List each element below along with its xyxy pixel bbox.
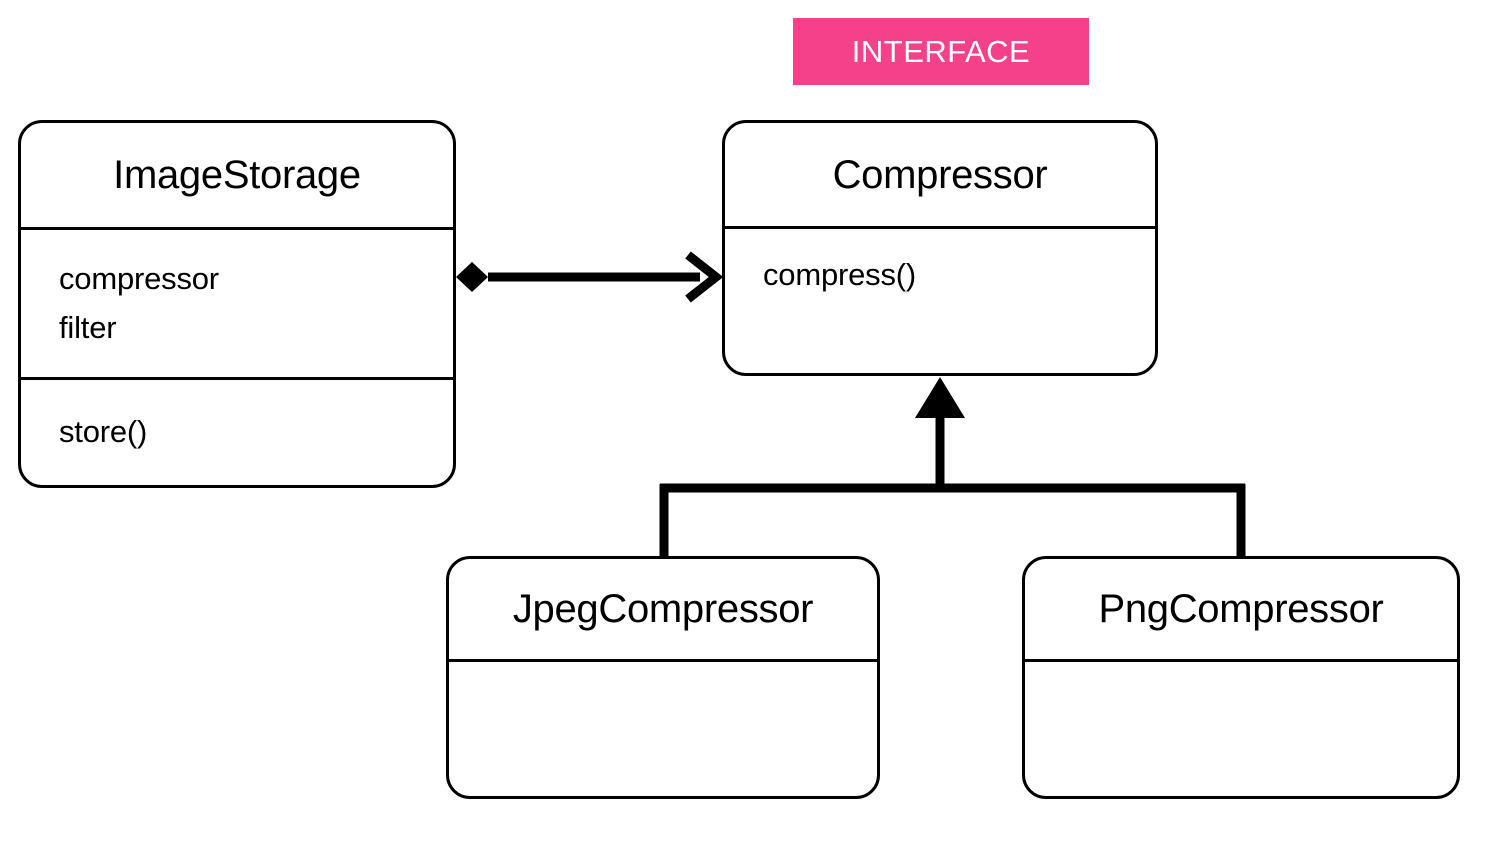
compressor-methods-compartment: compress()	[725, 226, 1155, 373]
generalization-filled-triangle	[915, 377, 965, 418]
class-box-compressor[interactable]: Compressor compress()	[722, 120, 1158, 376]
jpegcompressor-members-compartment	[449, 659, 877, 796]
imagestorage-class-name: ImageStorage	[113, 153, 361, 198]
imagestorage-methods-compartment: store()	[21, 376, 453, 485]
imagestorage-attribute-filter: filter	[59, 309, 117, 345]
class-box-imagestorage[interactable]: ImageStorage compressor filter store()	[18, 120, 456, 488]
interface-stereotype-label: INTERFACE	[851, 34, 1031, 69]
class-box-jpegcompressor[interactable]: JpegCompressor	[446, 556, 880, 799]
compressor-method-compress: compress()	[763, 257, 917, 293]
imagestorage-attribute-compressor: compressor	[59, 261, 219, 297]
class-box-pngcompressor[interactable]: PngCompressor	[1022, 556, 1460, 799]
compressor-title-compartment: Compressor	[725, 123, 1155, 226]
jpegcompressor-class-name: JpegCompressor	[512, 587, 814, 632]
interface-stereotype-badge: INTERFACE	[793, 18, 1089, 85]
composition-filled-diamond	[456, 262, 488, 292]
jpegcompressor-title-compartment: JpegCompressor	[449, 559, 877, 659]
pngcompressor-class-name: PngCompressor	[1098, 587, 1384, 632]
pngcompressor-title-compartment: PngCompressor	[1025, 559, 1457, 659]
imagestorage-method-store: store()	[59, 414, 148, 450]
composition-open-arrowhead	[685, 251, 724, 303]
pngcompressor-members-compartment	[1025, 659, 1457, 796]
composition-edge-imagestorage-compressor	[456, 251, 724, 303]
imagestorage-title-compartment: ImageStorage	[21, 123, 453, 227]
generalization-edge-tree	[659, 377, 1246, 558]
compressor-class-name: Compressor	[832, 152, 1048, 197]
imagestorage-attributes-compartment: compressor filter	[21, 227, 453, 377]
